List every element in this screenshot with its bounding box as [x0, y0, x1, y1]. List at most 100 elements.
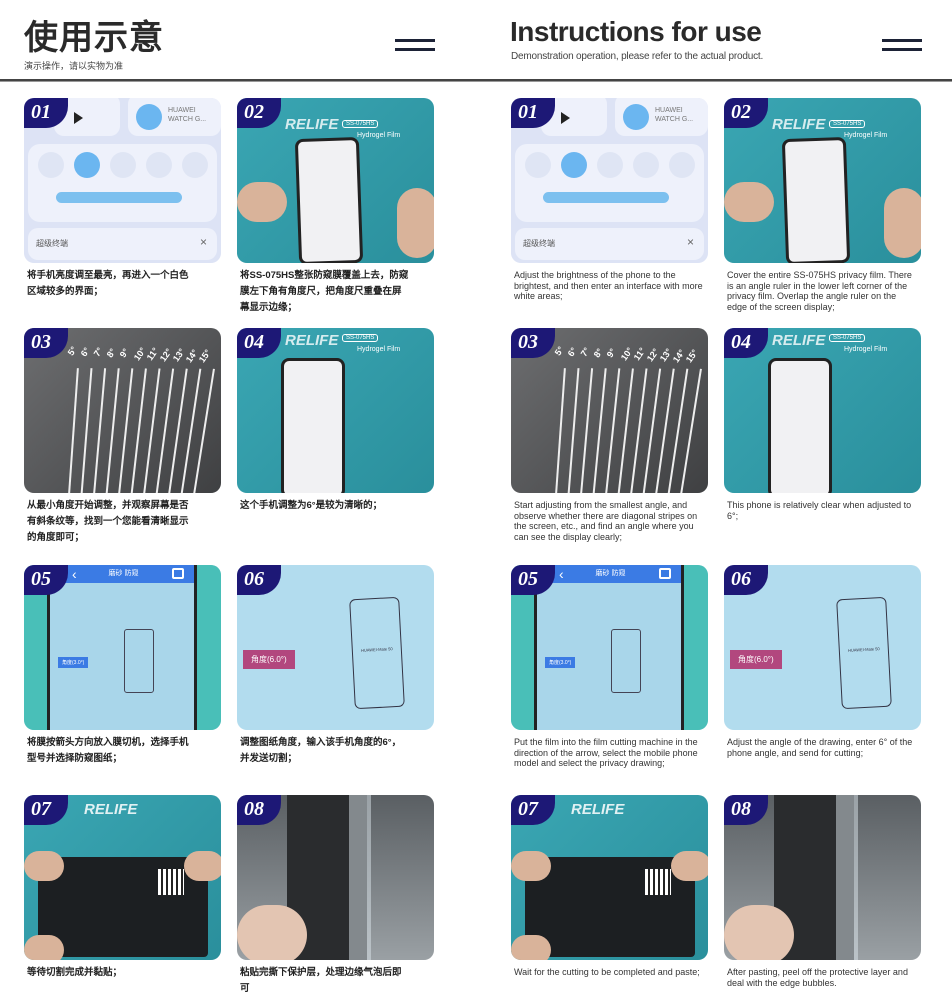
brand-logo: RELIFE [772, 116, 826, 133]
step-number-badge: 04 [724, 328, 768, 358]
step-number-badge: 02 [724, 98, 768, 128]
step-number-badge: 05 [511, 565, 555, 595]
angle-tick [104, 368, 120, 493]
brand-logo: RELIFE [84, 801, 138, 818]
film-name-label: Hydrogel Film [357, 346, 401, 353]
film-strip [836, 795, 858, 960]
hand [237, 182, 287, 222]
header-divider [0, 79, 952, 82]
menu-lines-icon [395, 39, 435, 51]
angle-tick [603, 368, 621, 493]
angle-label: 15° [196, 347, 213, 365]
play-icon [561, 112, 570, 124]
step-caption-en: Wait for the cutting to be completed and… [514, 967, 700, 977]
device-name: HUAWEI WATCH G... [168, 107, 207, 123]
film-name-label: Hydrogel Film [844, 346, 888, 353]
angle-tick [67, 368, 79, 493]
angle-tick [129, 368, 147, 493]
step-number-badge: 07 [511, 795, 555, 825]
brand-logo: RELIFE [285, 332, 339, 349]
play-icon [74, 112, 83, 124]
step-number-badge: 05 [24, 565, 68, 595]
scan-icon [146, 152, 172, 178]
step-image-08: 08 [237, 795, 434, 960]
bell-icon [74, 152, 100, 178]
teal-edge [682, 565, 708, 730]
hand [724, 905, 794, 960]
menu-lines-icon [882, 39, 922, 51]
step-image-07: RELIFE 07 [24, 795, 221, 960]
brand-logo: RELIFE [571, 801, 625, 818]
step-caption-zh: 调整图纸角度，输入该手机角度的6°，并发送切割； [240, 737, 402, 764]
angle-label: 13° [170, 346, 187, 364]
hand [237, 905, 307, 960]
device-card: HUAWEI WATCH G... [615, 98, 708, 136]
angle-tick [191, 368, 215, 493]
brand-logo: RELIFE [772, 332, 826, 349]
phone-model-label: HUAWEI-Mate 50 [360, 646, 393, 653]
phone-outline [124, 629, 154, 693]
step-caption-zh: 将手机亮度调至最亮，再进入一个白色区域较多的界面； [27, 270, 189, 297]
step-image-07: RELIFE 07 [511, 795, 708, 960]
hand [24, 935, 64, 960]
angle-tick [79, 368, 93, 493]
super-device-label: 超级终端 [523, 239, 555, 248]
step-number-badge: 08 [237, 795, 281, 825]
step-caption-zh: 粘贴完撕下保护层，处理边缘气泡后即可 [240, 967, 402, 994]
angle-tick [91, 368, 107, 493]
device-name: HUAWEI WATCH G... [655, 107, 694, 123]
angle-label: 8° [104, 346, 118, 359]
step-caption-en: Adjust the brightness of the phone to th… [514, 270, 703, 301]
phone-outline: HUAWEI-Mate 50 [836, 596, 892, 710]
brightness-slider [543, 192, 669, 203]
angle-button: 角度(3.0°) [545, 657, 576, 668]
angle-label-button: 角度(6.0°) [243, 650, 295, 669]
step-number-badge: 08 [724, 795, 768, 825]
angle-label: 8° [591, 346, 605, 359]
brand-logo: RELIFE [285, 116, 339, 133]
film-name-label: Hydrogel Film [357, 132, 401, 139]
quick-settings [515, 144, 704, 222]
hand [671, 851, 708, 881]
step-caption-zh: 将膜按箭头方向放入膜切机，选择手机型号并选择防窥图纸； [27, 737, 189, 764]
step-caption-en: Start adjusting from the smallest angle,… [514, 500, 698, 542]
home-icon [172, 568, 184, 579]
close-icon: × [199, 235, 207, 249]
step-image-03: 5°6°7°8°9°10°11°12°13°14°15°03 [511, 328, 708, 493]
phone [281, 358, 345, 493]
super-device-label: 超级终端 [36, 239, 68, 248]
close-icon: × [686, 235, 694, 249]
angle-label: 9° [604, 346, 618, 360]
step-caption-en: Put the film into the film cutting machi… [514, 737, 698, 768]
step-image-03: 5°6°7°8°9°10°11°12°13°14°15°03 [24, 328, 221, 493]
phone-outline: HUAWEI-Mate 50 [349, 596, 405, 710]
angle-tick [116, 368, 134, 493]
phone-outline [611, 629, 641, 693]
angle-tick [678, 368, 702, 493]
flashlight-icon [525, 152, 551, 178]
nfc-icon [669, 152, 695, 178]
hand [884, 188, 921, 258]
page-subtitle-zh: 演示操作，请以实物为准 [24, 61, 124, 71]
nfc-icon [182, 152, 208, 178]
step-number-badge: 02 [237, 98, 281, 128]
hand [24, 851, 64, 881]
page-subtitle-en: Demonstration operation, please refer to… [511, 51, 764, 62]
super-device-bar: 超级终端 × [28, 228, 217, 260]
super-device-bar: 超级终端 × [515, 228, 704, 260]
phone [768, 358, 832, 493]
flashlight-icon [38, 152, 64, 178]
angle-tick [591, 368, 607, 493]
film-model-label: SS-075HS [342, 334, 379, 342]
angle-label: 11° [631, 345, 648, 363]
step-number-badge: 07 [24, 795, 68, 825]
angle-tick [578, 368, 594, 493]
angle-label: 7° [578, 345, 592, 359]
angle-label: 6° [565, 345, 579, 358]
step-caption-zh: 将SS-075HS整张防窥膜覆盖上去，防窥膜左下角有角度尺，把角度尺重叠在屏幕显… [240, 270, 409, 313]
angle-label: 13° [657, 346, 674, 364]
